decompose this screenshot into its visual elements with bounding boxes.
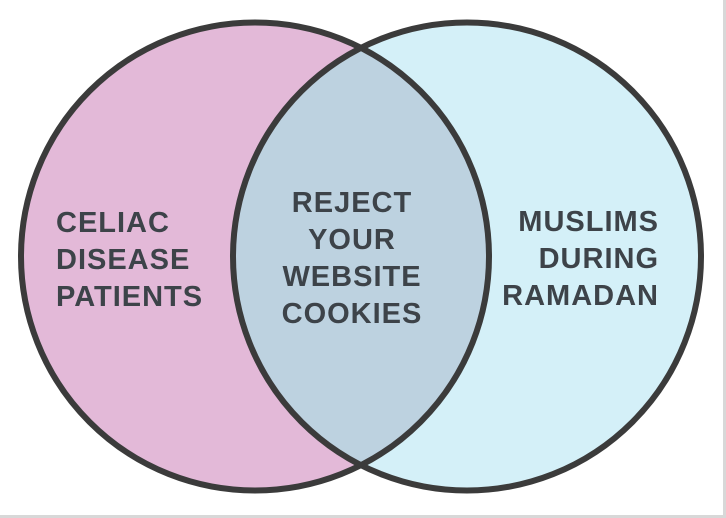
left-label-line-1: CELIAC [56, 207, 170, 239]
right-label-line-3: RAMADAN [502, 280, 659, 312]
overlap-region-fill [233, 22, 489, 491]
overlap-label-line-2: YOUR [308, 224, 396, 256]
left-circle-outline [18, 19, 492, 494]
left-label-line-2: DISEASE [56, 244, 191, 276]
overlap-label-line-3: WEBSITE [282, 261, 422, 293]
right-label-line-2: DURING [538, 243, 659, 275]
overlap-label-line-4: COOKIES [281, 298, 423, 330]
left-label-line-3: PATIENTS [56, 281, 204, 313]
right-label-line-1: MUSLIMS [518, 206, 659, 238]
right-circle-outline [230, 19, 704, 494]
overlap-label-line-1: REJECT [291, 187, 413, 219]
right-circle-label: MUSLIMS DURING RAMADAN [502, 204, 659, 315]
overlap-label: REJECT YOUR WEBSITE COOKIES [282, 185, 423, 333]
left-circle-label: CELIAC DISEASE PATIENTS [56, 205, 203, 316]
